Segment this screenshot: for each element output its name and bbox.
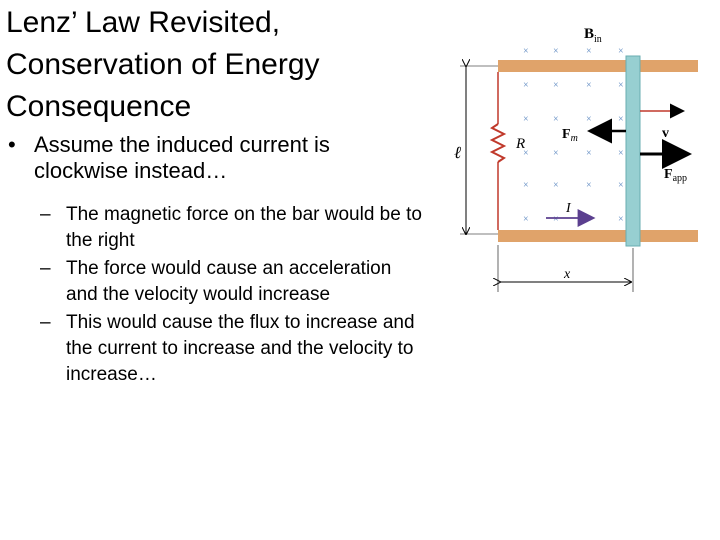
circuit-figure: ×××××××××××××××××××××××××××××× R Bin ℓ F… [454,26,698,292]
field-x-mark: × [618,80,624,91]
field-x-mark: × [523,180,529,191]
bullet-list: • Assume the induced current is clockwis… [8,132,428,390]
field-x-mark: × [618,114,624,125]
top-rail [498,60,698,72]
field-x-mark: × [586,114,592,125]
field-x-mark: × [586,80,592,91]
field-x-mark: × [553,148,559,159]
sub-bullet-text: The magnetic force on the bar would be t… [66,204,422,251]
velocity-label: v [662,126,669,141]
resistor-zigzag [489,123,507,163]
sub-bullet-text: The force would cause an acceleration an… [66,258,392,305]
sub-bullet-text: This would cause the flux to increase an… [66,312,415,385]
field-x-mark: × [523,114,529,125]
magnetic-field-marks: ×××××××××××××××××××××××××××××× [523,46,624,225]
field-x-mark: × [553,80,559,91]
field-x-mark: × [586,148,592,159]
sub-bullet-item: – The magnetic force on the bar would be… [34,202,428,254]
title-line-1: Lenz’ Law Revisited, [6,6,281,39]
title-line-2: Conservation of Energy [6,48,320,81]
field-x-mark: × [618,46,624,57]
slide-title: Lenz’ Law Revisited, Conservation of Ene… [6,2,426,128]
bottom-rail [498,230,698,242]
field-x-mark: × [618,214,624,225]
field-x-mark: × [523,80,529,91]
field-x-mark: × [553,214,559,225]
sub-bullet-item: – This would cause the flux to increase … [34,310,428,388]
field-x-mark: × [523,148,529,159]
dash-marker: – [40,204,51,225]
field-x-mark: × [618,180,624,191]
length-label: ℓ [454,143,461,162]
dash-marker: – [40,312,51,333]
current-label: I [565,201,572,216]
magnetic-force-label: Fm [562,127,578,144]
distance-label: x [563,267,571,282]
bullet-text: Assume the induced current is clockwise … [34,132,330,183]
field-x-mark: × [523,46,529,57]
bullet-item: • Assume the induced current is clockwis… [8,132,428,184]
field-x-mark: × [586,214,592,225]
moving-bar [625,55,641,247]
field-label: Bin [584,26,602,45]
field-x-mark: × [553,180,559,191]
title-line-3: Consequence [6,90,192,123]
dash-marker: – [40,258,51,279]
applied-force-label: Fapp [664,167,687,184]
field-x-mark: × [618,148,624,159]
field-x-mark: × [523,214,529,225]
bullet-marker: • [8,132,16,157]
sub-bullet-list: – The magnetic force on the bar would be… [8,202,428,388]
field-x-mark: × [586,180,592,191]
sub-bullet-item: – The force would cause an acceleration … [34,256,428,308]
field-x-mark: × [586,46,592,57]
field-x-mark: × [553,114,559,125]
resistor-label: R [515,136,525,152]
field-x-mark: × [553,46,559,57]
